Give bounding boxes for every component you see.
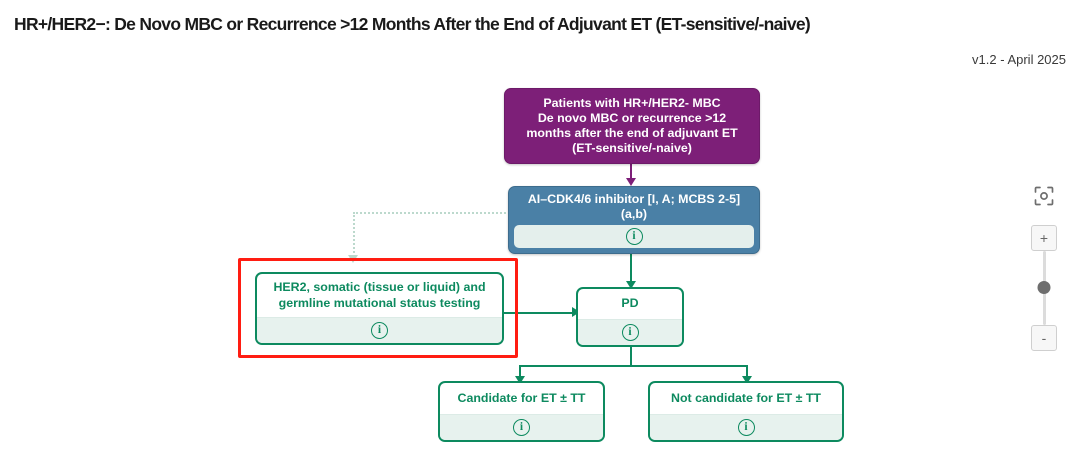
node-candidate-for-et-tt[interactable]: Candidate for ET ± TT i <box>438 381 605 442</box>
node-ai-cdk46-inhibitor-footer: i <box>514 225 754 248</box>
node-not-candidate-for-et-tt[interactable]: Not candidate for ET ± TT i <box>648 381 844 442</box>
info-icon[interactable]: i <box>621 324 639 341</box>
node-her2-testing[interactable]: HER2, somatic (tissue or liquid) and ger… <box>255 272 504 345</box>
arrowhead-treatment-to-pd <box>625 281 636 289</box>
zoom-in-button[interactable]: + <box>1031 225 1057 251</box>
testing-line-1: HER2, somatic (tissue or liquid) and <box>273 280 486 295</box>
node-her2-testing-footer: i <box>257 317 502 343</box>
node-ai-cdk46-inhibitor[interactable]: AI–CDK4/6 inhibitor [I, A; MCBS 2-5] (a,… <box>508 186 760 254</box>
connector-split-horizontal <box>519 365 748 368</box>
node-ai-cdk46-inhibitor-label: AI–CDK4/6 inhibitor [I, A; MCBS 2-5] (a,… <box>509 187 759 225</box>
zoom-slider-track[interactable] <box>1037 251 1051 325</box>
pd-line-1: PD <box>621 296 639 311</box>
node-not-candidate-for-et-tt-label: Not candidate for ET ± TT <box>650 383 842 414</box>
candidate-line-1: Candidate for ET ± TT <box>457 390 586 405</box>
connector-dotted-horizontal <box>353 212 513 214</box>
connector-split-right <box>746 365 749 379</box>
not-candidate-line-1: Not candidate for ET ± TT <box>671 390 821 405</box>
arrowhead-start-to-treatment <box>625 178 636 186</box>
node-patients-start-label: Patients with HR+/HER2- MBC De novo MBC … <box>505 89 759 163</box>
zoom-slider-handle[interactable] <box>1037 281 1051 294</box>
testing-line-2: germline mutational status testing <box>278 295 481 310</box>
arrowhead-to-not-candidate <box>741 376 752 384</box>
node-candidate-for-et-tt-footer: i <box>440 414 603 440</box>
info-icon[interactable]: i <box>513 419 530 436</box>
info-icon[interactable]: i <box>625 228 643 245</box>
zoom-out-button[interactable]: - <box>1031 325 1057 351</box>
start-line-3: months after the end of adjuvant ET <box>526 126 738 140</box>
page-title: HR+/HER2−: De Novo MBC or Recurrence >12… <box>14 14 811 34</box>
version-label: v1.2 - April 2025 <box>972 52 1066 67</box>
highlight-frame-testing <box>238 258 518 358</box>
start-line-4: (ET-sensitive/-naive) <box>572 141 692 156</box>
connector-start-to-treatment <box>630 164 633 180</box>
treatment-line-1: AI–CDK4/6 inhibitor [I, A; MCBS 2-5] <box>527 191 741 206</box>
node-pd-footer: i <box>578 319 682 345</box>
treatment-line-2: (a,b) <box>620 207 648 221</box>
start-line-1: Patients with HR+/HER2- MBC <box>543 95 721 110</box>
view-controls: + - <box>1022 183 1066 351</box>
arrowhead-to-candidate <box>514 376 525 384</box>
treatment-algorithm-diagram[interactable]: Patients with HR+/HER2- MBC De novo MBC … <box>0 72 1010 471</box>
start-line-2: De novo MBC or recurrence >12 <box>537 110 727 125</box>
zoom-slider-group: + - <box>1031 225 1057 351</box>
node-her2-testing-label: HER2, somatic (tissue or liquid) and ger… <box>257 274 502 317</box>
node-candidate-for-et-tt-label: Candidate for ET ± TT <box>440 383 603 414</box>
node-pd-label: PD <box>578 289 682 319</box>
info-icon[interactable]: i <box>737 419 755 436</box>
connector-testing-to-pd <box>504 312 576 315</box>
connector-treatment-to-pd <box>630 254 633 283</box>
node-pd[interactable]: PD i <box>576 287 684 347</box>
node-patients-start[interactable]: Patients with HR+/HER2- MBC De novo MBC … <box>504 88 760 164</box>
node-not-candidate-for-et-tt-footer: i <box>650 414 842 440</box>
fit-to-view-button[interactable] <box>1031 183 1057 209</box>
connector-dotted-vertical <box>353 212 355 257</box>
info-icon[interactable]: i <box>371 322 388 339</box>
connector-split-left <box>519 365 522 379</box>
connector-pd-to-split <box>630 347 633 367</box>
fit-to-view-icon <box>1034 186 1054 206</box>
